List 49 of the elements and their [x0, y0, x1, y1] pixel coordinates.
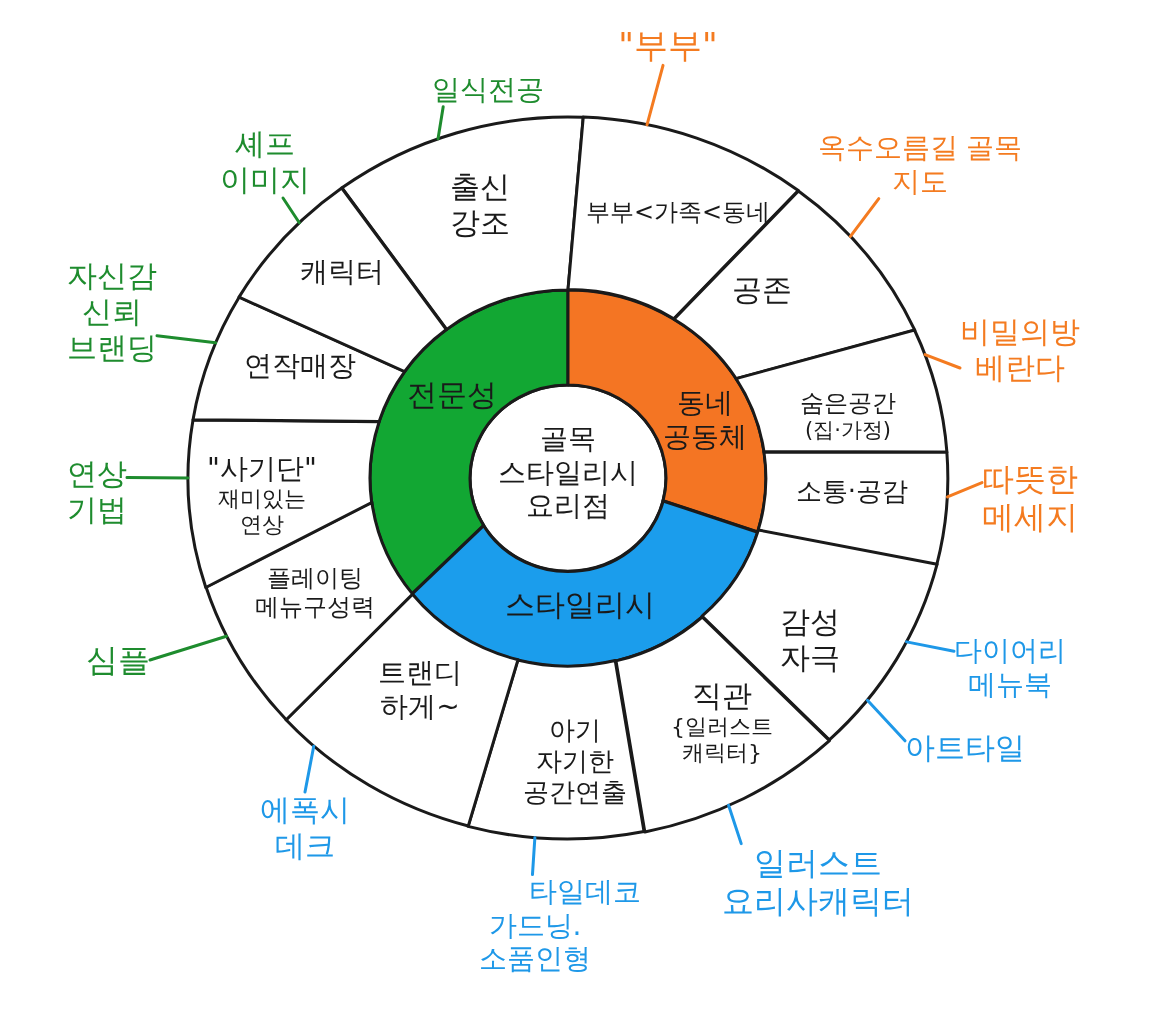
annotation-text: 에폭시 데크 [260, 792, 350, 864]
annotation-text: "부부" [618, 24, 718, 66]
segment-label: 플레이팅 메뉴구성력 [255, 564, 375, 622]
leader-line [865, 698, 907, 743]
segment-label: 캐릭터 [300, 255, 384, 289]
annotation-text: 따뜻한 메세지 [982, 459, 1078, 537]
segment-label: 동네 공동체 [663, 386, 747, 454]
annotation-text: 심플 [86, 640, 150, 680]
leader-line [303, 744, 316, 794]
leader-line [125, 476, 190, 480]
leader-line [727, 803, 743, 846]
segment-label: (집·가정) [804, 417, 891, 443]
segment-label: 전문성 [407, 377, 497, 413]
segment-label: 공존 [732, 272, 792, 308]
leader-line [923, 353, 962, 370]
segment-label: 아기 자기한 공간연출 [523, 715, 627, 809]
segment-label: 부부<가족<동네 [585, 197, 771, 227]
annotation-text: 아트타일 [905, 730, 1025, 766]
annotation-text: 셰프 이미지 [220, 126, 310, 198]
leader-line [530, 836, 537, 877]
segment-label: 트랜디 하게~ [378, 656, 462, 724]
annotation-text: 일러스트 요리사캐릭터 [722, 843, 914, 921]
leader-line [436, 105, 445, 141]
segment-label: 출신 강조 [450, 169, 510, 241]
segment-label: 재미있는 연상 [218, 485, 306, 539]
annotation-text: 옥수오름길 골목 지도 [817, 131, 1023, 199]
leader-line [905, 640, 956, 653]
annotation-text: 연상 기법 [67, 456, 127, 528]
segment-label: "사기단" [207, 451, 317, 486]
leader-line [148, 634, 228, 662]
annotation-text: 타일데코 [529, 874, 641, 909]
annotation-text: 비밀의방 베란다 [960, 314, 1080, 386]
segment-label: 감성 자극 [780, 604, 840, 676]
annotation-text: 다이어리 메뉴북 [954, 634, 1066, 702]
segment-label: 연작매장 [244, 349, 356, 383]
annotation-text: 가드닝. 소품인형 [479, 908, 591, 976]
segment-label: {일러스트 캐릭터} [671, 713, 773, 767]
center-label: 골목 스타일리시 요리점 [498, 421, 638, 523]
leader-line [848, 197, 881, 238]
segment-label: 소통·공감 [795, 476, 909, 508]
leader-line [946, 481, 984, 499]
segment-label: 직관 [692, 677, 752, 714]
leader-line [645, 63, 665, 127]
leader-line [281, 196, 301, 225]
annotation-text: 자신감 신뢰 브랜딩 [67, 258, 157, 366]
annotation-text: 일식전공 [432, 73, 544, 107]
leader-line [155, 334, 218, 345]
segment-label: 숨은공간 [800, 389, 896, 418]
segment-label: 스타일리시 [505, 587, 655, 623]
